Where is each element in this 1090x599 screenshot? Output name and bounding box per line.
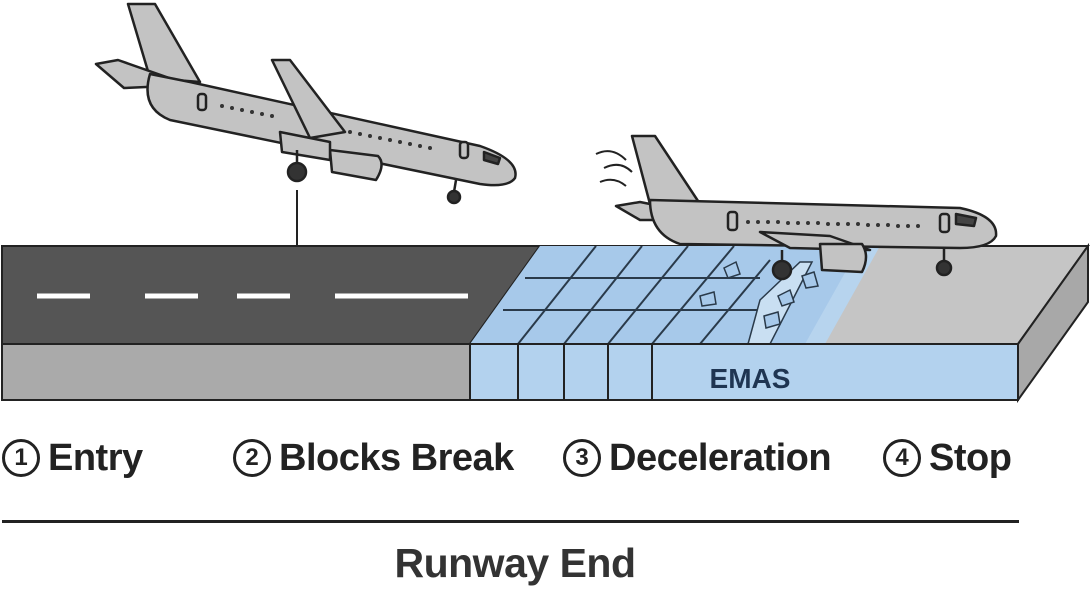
emas-label: EMAS [710,363,791,394]
emas-side-divisions [517,344,653,400]
stage-stop: 4 Stop [883,432,1012,484]
runway-side [1,343,473,401]
aircraft-deceleration [595,134,998,281]
stage-deceleration: 3 Deceleration [563,432,832,484]
stage-number: 1 [2,439,40,477]
runway-end-label: Runway End [394,540,636,586]
aircraft-entry [94,2,517,205]
stage-blocks-break: 2 Blocks Break [233,432,514,484]
stage-label: Stop [929,436,1012,479]
emas-block-grid [503,246,791,344]
stage-label: Blocks Break [279,436,514,479]
overrun-side [1017,242,1089,404]
divider-line [2,520,1019,523]
stage-number: 4 [883,439,921,477]
stage-entry: 1 Entry [2,432,143,484]
stage-number: 3 [563,439,601,477]
stage-label: Entry [48,436,143,479]
stage-number: 2 [233,439,271,477]
stage-label: Deceleration [609,436,832,479]
block-debris [699,260,819,329]
